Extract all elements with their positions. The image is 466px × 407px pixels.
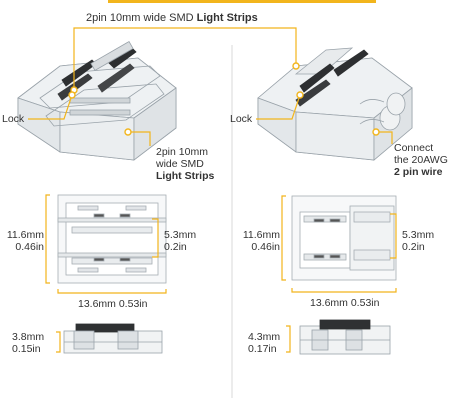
left-height-mm: 11.6mm (6, 229, 44, 241)
right-pitch-in: 0.2in (402, 241, 425, 253)
left-strip-line2: wide SMD (156, 158, 204, 170)
left-lock-label: Lock (2, 113, 25, 125)
left-pitch-in: 0.2in (164, 241, 187, 253)
left-strip-line1: 2pin 10mm (156, 146, 208, 158)
left-pitch-dim: 5.3mm 0.2in (164, 229, 196, 253)
right-wire-line1: Connect (394, 142, 434, 154)
right-thickness-dim: 4.3mm 0.17in (248, 331, 280, 355)
right-wire-line3: 2 pin wire (394, 166, 443, 178)
left-thickness-dim: 3.8mm 0.15in (12, 331, 44, 355)
left-thickness-mm: 3.8mm (12, 331, 45, 343)
left-thickness-in: 0.15in (12, 343, 41, 355)
top-title-text: 2pin 10mm wide SMD (86, 12, 197, 24)
right-height-mm: 11.6mm (242, 229, 280, 241)
right-wire-line2: the 20AWG (394, 154, 448, 166)
leader-lines (28, 27, 393, 146)
left-strip-label: 2pin 10mm wide SMD Light Strips (156, 146, 214, 182)
right-connector-iso (257, 47, 413, 161)
right-pitch-mm: 5.3mm (402, 229, 435, 241)
right-wire-label: Connect the 20AWG 2 pin wire (394, 142, 448, 178)
right-width-dim: 13.6mm 0.53in (310, 297, 380, 309)
left-strip-line3: Light Strips (156, 170, 215, 182)
top-accent-bar (108, 0, 376, 3)
right-height-in: 0.46in (251, 241, 280, 253)
top-title: 2pin 10mm wide SMD Light Strips (86, 12, 258, 24)
left-connector-iso (17, 40, 177, 161)
right-thickness-in: 0.17in (248, 343, 277, 355)
right-pitch-dim: 5.3mm 0.2in (402, 229, 434, 253)
left-pitch-mm: 5.3mm (164, 229, 197, 241)
right-top-view (291, 195, 397, 281)
right-side-view (299, 319, 391, 355)
left-side-view (63, 323, 163, 354)
leader-dots (68, 62, 380, 136)
right-height-dim: 11.6mm 0.46in (242, 229, 280, 253)
left-width-dim: 13.6mm 0.53in (78, 298, 148, 310)
right-lock-label: Lock (230, 113, 253, 125)
left-height-dim: 11.6mm 0.46in (6, 229, 44, 253)
top-title-bold: Light Strips (196, 12, 258, 24)
right-thickness-mm: 4.3mm (248, 331, 281, 343)
left-top-view (57, 194, 167, 284)
left-height-in: 0.46in (15, 241, 44, 253)
dimension-lines (45, 194, 397, 353)
